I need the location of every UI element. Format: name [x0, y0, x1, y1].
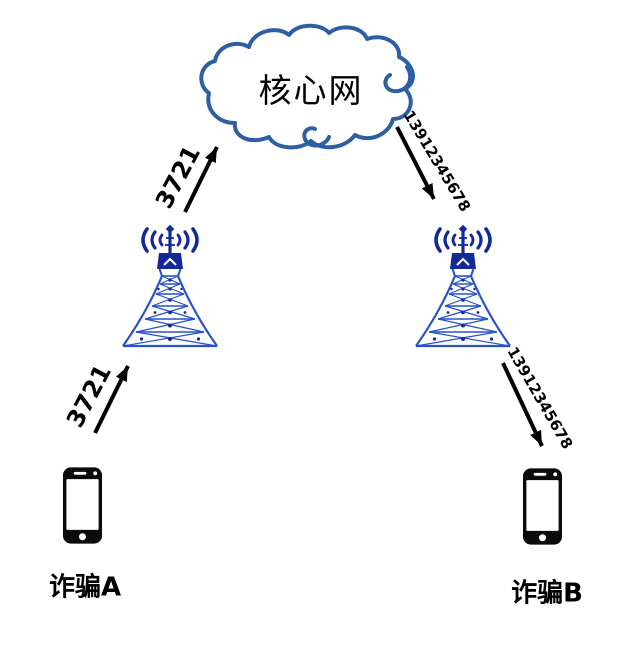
core-network-label: 核心网: [258, 71, 364, 110]
cell-tower-a-icon: [122, 224, 218, 348]
smartphone-a-icon: [62, 467, 103, 544]
phone-a-caption: 诈骗A: [48, 572, 122, 603]
arrow-tower-b-to-phone-b: [501, 362, 544, 447]
arrow-tower-a-to-core: [183, 146, 219, 213]
arrow-core-to-tower-b: [395, 126, 436, 200]
cloud-icon: [199, 23, 415, 150]
cell-tower-b-icon: [415, 224, 511, 348]
phone-b-caption: 诈骗B: [511, 578, 583, 609]
smartphone-b-icon: [522, 468, 563, 545]
arrow-phone-a-to-tower-a: [93, 365, 130, 434]
